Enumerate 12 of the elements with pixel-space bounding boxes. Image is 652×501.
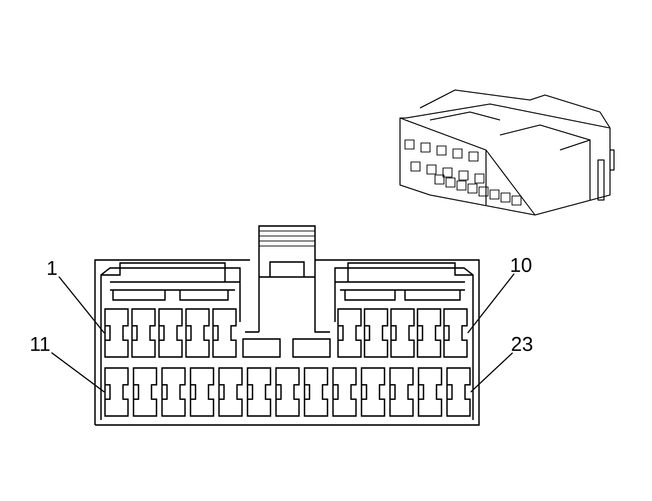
callout-number: 1 — [48, 261, 57, 275]
pin-cavity — [446, 367, 471, 417]
leader-line — [470, 352, 514, 392]
leader-line — [467, 273, 515, 334]
pin-cavity — [104, 367, 129, 417]
pin-cavity — [104, 308, 129, 358]
callout-number: 11 — [31, 337, 50, 351]
leader-line — [58, 276, 105, 334]
leader-line — [51, 352, 105, 392]
callout-number: 10 — [511, 258, 532, 272]
pin-cavity — [443, 308, 468, 358]
callout-number: 23 — [512, 336, 532, 352]
